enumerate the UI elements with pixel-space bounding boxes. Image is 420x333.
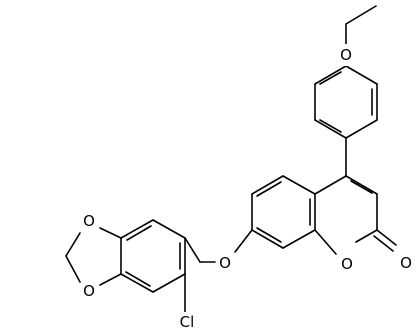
dioxole-oxygen-top-label: O xyxy=(81,210,97,232)
chlorine-label: Cl xyxy=(174,312,200,332)
svg-text:O: O xyxy=(83,282,95,300)
svg-text:O: O xyxy=(83,212,95,230)
svg-text:Cl: Cl xyxy=(180,313,195,331)
dioxole-oxygen-bottom-label: O xyxy=(81,280,97,302)
methyl-oxygen-label: O xyxy=(338,44,354,66)
atom-labels: O O O O O O Cl xyxy=(81,44,414,332)
svg-text:O: O xyxy=(340,46,352,64)
carbonyl-oxygen-label: O xyxy=(398,252,414,274)
svg-text:O: O xyxy=(400,254,412,272)
lactone-ring-oxygen-label: O xyxy=(339,253,355,275)
svg-text:O: O xyxy=(341,255,353,273)
ether-oxygen-label: O xyxy=(217,252,233,274)
svg-text:O: O xyxy=(219,254,231,272)
bond-lines xyxy=(65,5,397,313)
